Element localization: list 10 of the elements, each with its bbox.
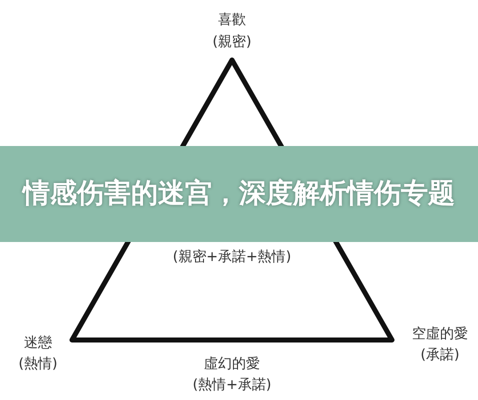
title: 情感伤害的迷宫，深度解析情伤专题 <box>20 177 456 212</box>
vertex-label: 空虛的愛 <box>412 327 468 341</box>
vertex-label: (承諾) <box>420 348 460 362</box>
vertex-label: 迷戀 <box>24 336 52 350</box>
vertex-label: (親密) <box>212 35 252 49</box>
vertex-label: (熱情+承諾) <box>192 378 272 392</box>
vertex-label: (親密+承諾+熱情) <box>172 250 292 264</box>
vertex-label: 虛幻的愛 <box>204 357 260 371</box>
vertex-label: (熱情) <box>18 357 58 371</box>
vertex-label: 喜歡 <box>218 13 246 27</box>
